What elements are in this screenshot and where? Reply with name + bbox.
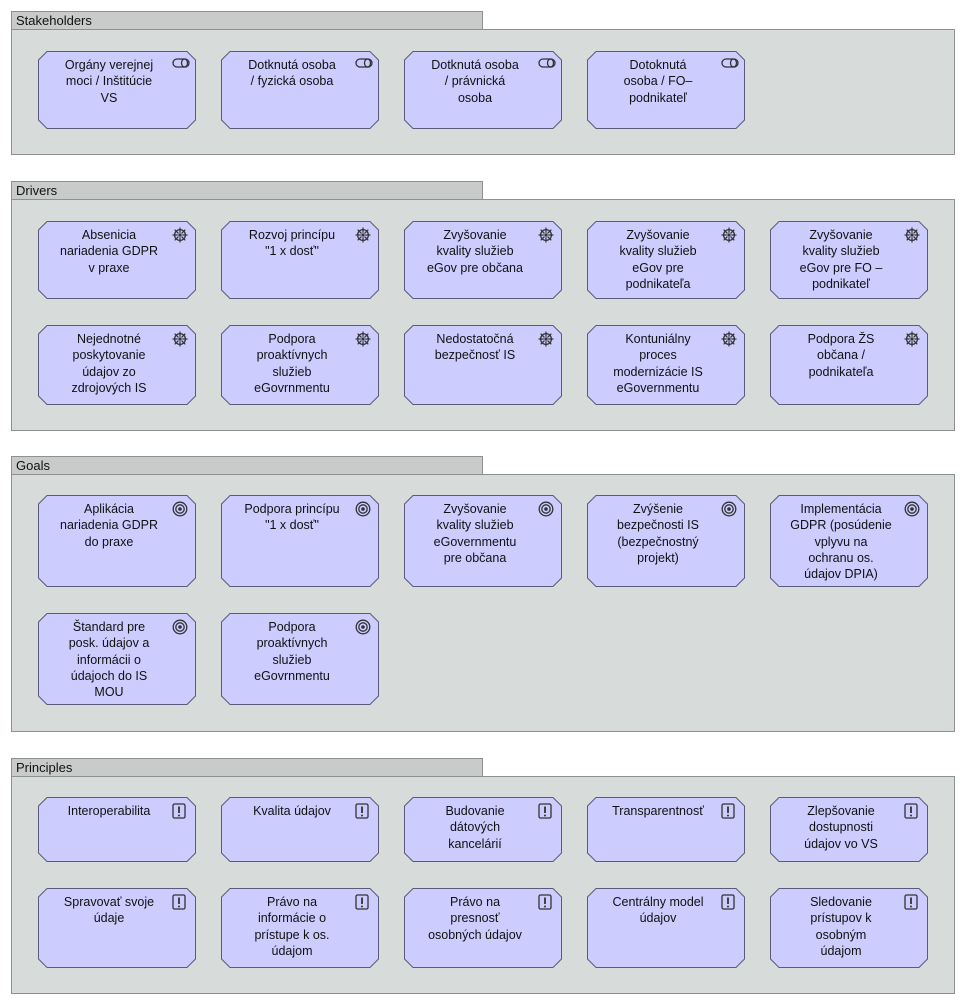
principle-element-label: Kvalita údajov (253, 804, 331, 818)
driver-element[interactable]: Nejednotné poskytovanie údajov zo zdrojo… (38, 325, 196, 405)
driver-element[interactable]: Kontuniálny proces modernizácie IS eGove… (587, 325, 745, 405)
goal-element-label: Zvýšenie bezpečnosti IS (bezpečnostný pr… (617, 502, 699, 565)
drivers-group-title: Drivers (11, 181, 483, 199)
goal-target-icon (355, 619, 373, 635)
principle-element-label: Zlepšovanie dostupnosti údajov vo VS (804, 804, 878, 851)
driver-element[interactable]: Zvyšovanie kvality služieb eGov pre FO –… (770, 221, 928, 299)
principle-element[interactable]: Kvalita údajov (221, 797, 379, 862)
stakeholders-group-title: Stakeholders (11, 11, 483, 29)
driver-element-label: Zvyšovanie kvality služieb eGov pre podn… (619, 228, 697, 291)
principle-element[interactable]: Interoperabilita (38, 797, 196, 862)
goal-element[interactable]: Zvyšovanie kvality služieb eGovernmentu … (404, 495, 562, 587)
driver-element-label: Nedostatočná bezpečnosť IS (434, 332, 516, 363)
principle-element-label: Sledovanie prístupov k osobným údajom (810, 895, 872, 958)
stakeholder-icon (538, 57, 556, 73)
principle-exclamation-icon (172, 894, 190, 910)
principle-element[interactable]: Sledovanie prístupov k osobným údajom (770, 888, 928, 968)
principle-element[interactable]: Právo na presnosť osobných údajov (404, 888, 562, 968)
driver-element-label: Nejednotné poskytovanie údajov zo zdrojo… (71, 332, 147, 395)
stakeholder-element[interactable]: Dotknutá osoba / fyzická osoba (221, 51, 379, 129)
driver-element[interactable]: Zvyšovanie kvality služieb eGov pre podn… (587, 221, 745, 299)
goal-target-icon (538, 501, 556, 517)
driver-element[interactable]: Podpora ŽS občana / podnikateľa (770, 325, 928, 405)
principle-exclamation-icon (904, 803, 922, 819)
driver-element-label: Rozvoj princípu "1 x dosť" (248, 228, 336, 259)
goal-target-icon (904, 501, 922, 517)
principle-element[interactable]: Transparentnosť (587, 797, 745, 862)
driver-element[interactable]: Rozvoj princípu "1 x dosť" (221, 221, 379, 299)
goal-target-icon (721, 501, 739, 517)
principle-exclamation-icon (538, 894, 556, 910)
driver-element-label: Podpora ŽS občana / podnikateľa (807, 332, 875, 379)
principle-element[interactable]: Centrálny model údajov (587, 888, 745, 968)
driver-wheel-icon (538, 331, 556, 347)
stakeholder-element-label: Orgány verejnej moci / Inštitúcie VS (64, 58, 154, 105)
goal-element-label: Podpora proaktívnych služieb eGovrnmentu (254, 620, 330, 683)
principle-element-label: Spravovať svoje údaje (63, 895, 155, 926)
stakeholder-element[interactable]: Dotknutá osoba / právnická osoba (404, 51, 562, 129)
principle-exclamation-icon (355, 803, 373, 819)
principle-exclamation-icon (172, 803, 190, 819)
driver-wheel-icon (721, 331, 739, 347)
goal-element[interactable]: Podpora proaktívnych služieb eGovrnmentu (221, 613, 379, 705)
goals-group-title: Goals (11, 456, 483, 474)
driver-element-label: Kontuniálny proces modernizácie IS eGove… (613, 332, 703, 395)
driver-element[interactable]: Zvyšovanie kvality služieb eGov pre obča… (404, 221, 562, 299)
driver-wheel-icon (904, 227, 922, 243)
principle-exclamation-icon (538, 803, 556, 819)
principle-exclamation-icon (721, 894, 739, 910)
principle-element[interactable]: Zlepšovanie dostupnosti údajov vo VS (770, 797, 928, 862)
stakeholder-icon (172, 57, 190, 73)
driver-element[interactable]: Nedostatočná bezpečnosť IS (404, 325, 562, 405)
goal-target-icon (172, 501, 190, 517)
driver-element-label: Absenicia nariadenia GDPR v praxe (60, 228, 158, 275)
driver-element[interactable]: Absenicia nariadenia GDPR v praxe (38, 221, 196, 299)
goal-target-icon (172, 619, 190, 635)
goal-element[interactable]: Aplikácia nariadenia GDPR do praxe (38, 495, 196, 587)
stakeholder-element-label: Dotoknutá osoba / FO– podnikateľ (623, 58, 693, 105)
goal-element[interactable]: Podpora princípu "1 x dosť" (221, 495, 379, 587)
goal-element[interactable]: Štandard pre posk. údajov a informácii o… (38, 613, 196, 705)
principle-exclamation-icon (355, 894, 373, 910)
principle-element[interactable]: Budovanie dátových kancelárií (404, 797, 562, 862)
goal-element-label: Implementácia GDPR (posúdenie vplyvu na … (790, 502, 892, 582)
driver-wheel-icon (538, 227, 556, 243)
stakeholder-icon (721, 57, 739, 73)
driver-element-label: Zvyšovanie kvality služieb eGov pre FO –… (799, 228, 883, 291)
goal-element-label: Podpora princípu "1 x dosť" (244, 502, 340, 533)
driver-wheel-icon (172, 331, 190, 347)
stakeholder-element-label: Dotknutá osoba / právnická osoba (431, 58, 519, 105)
principle-element-label: Budovanie dátových kancelárií (445, 804, 505, 851)
principle-element-label: Právo na presnosť osobných údajov (428, 895, 522, 942)
driver-wheel-icon (904, 331, 922, 347)
principles-group-title: Principles (11, 758, 483, 776)
principle-element[interactable]: Právo na informácie o prístupe k os. úda… (221, 888, 379, 968)
stakeholder-element[interactable]: Dotoknutá osoba / FO– podnikateľ (587, 51, 745, 129)
driver-wheel-icon (355, 227, 373, 243)
goal-element[interactable]: Implementácia GDPR (posúdenie vplyvu na … (770, 495, 928, 587)
principle-element-label: Interoperabilita (67, 804, 151, 818)
principle-exclamation-icon (721, 803, 739, 819)
principle-element-label: Centrálny model údajov (612, 895, 704, 926)
goal-element-label: Zvyšovanie kvality služieb eGovernmentu … (433, 502, 517, 565)
stakeholder-element[interactable]: Orgány verejnej moci / Inštitúcie VS (38, 51, 196, 129)
driver-element[interactable]: Podpora proaktívnych služieb eGovrnmentu (221, 325, 379, 405)
driver-wheel-icon (172, 227, 190, 243)
driver-wheel-icon (721, 227, 739, 243)
principle-element-label: Právo na informácie o prístupe k os. úda… (254, 895, 330, 958)
principle-element[interactable]: Spravovať svoje údaje (38, 888, 196, 968)
stakeholder-element-label: Dotknutá osoba / fyzická osoba (248, 58, 336, 89)
goal-element-label: Štandard pre posk. údajov a informácii o… (68, 620, 150, 700)
principle-element-label: Transparentnosť (612, 804, 704, 818)
goal-element[interactable]: Zvýšenie bezpečnosti IS (bezpečnostný pr… (587, 495, 745, 587)
goal-element-label: Aplikácia nariadenia GDPR do praxe (60, 502, 158, 549)
driver-element-label: Zvyšovanie kvality služieb eGov pre obča… (427, 228, 523, 275)
driver-wheel-icon (355, 331, 373, 347)
principle-exclamation-icon (904, 894, 922, 910)
goal-target-icon (355, 501, 373, 517)
stakeholder-icon (355, 57, 373, 73)
driver-element-label: Podpora proaktívnych služieb eGovrnmentu (254, 332, 330, 395)
